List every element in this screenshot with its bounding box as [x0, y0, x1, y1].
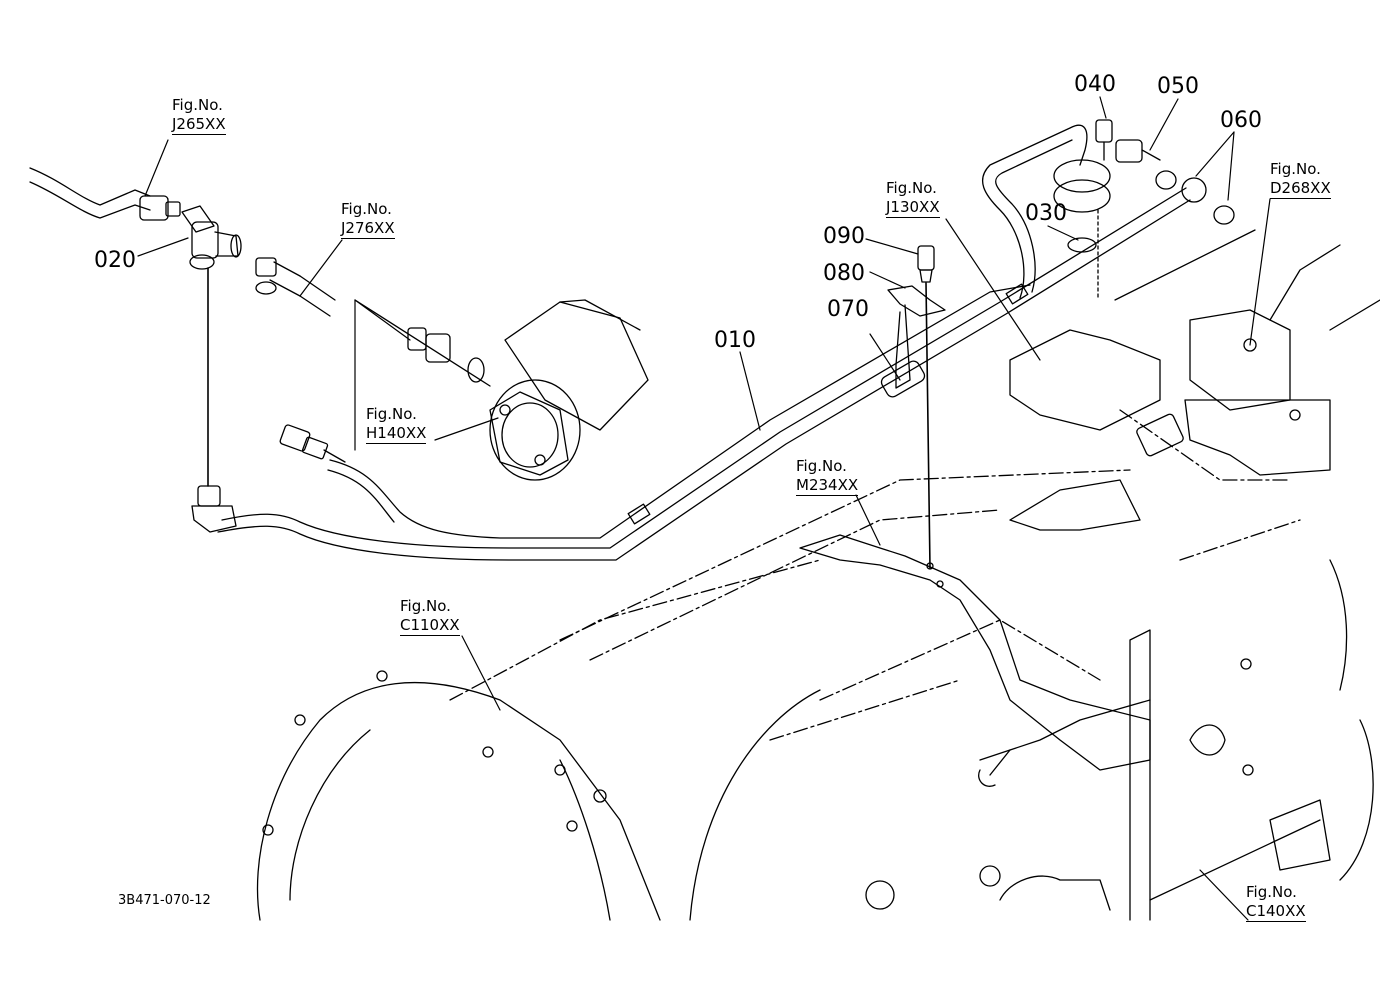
drawing-code: 3B471-070-12	[118, 893, 211, 908]
fig-ref-code: J265XX	[172, 115, 226, 135]
fig-ref-prefix: Fig.No.	[1270, 160, 1321, 178]
elbow-fitting-020	[181, 205, 242, 270]
pipe-010	[217, 124, 1191, 561]
fig-ref-c110[interactable]: Fig.No. C110XX	[400, 597, 460, 636]
part-label-080[interactable]: 080	[823, 261, 865, 286]
part-label-070[interactable]: 070	[827, 297, 869, 322]
fig-ref-j276[interactable]: Fig.No. J276XX	[341, 200, 395, 239]
hose-j276	[255, 257, 336, 317]
housing	[256, 559, 1374, 921]
fig-ref-code: M234XX	[796, 476, 859, 496]
support-bracket	[799, 479, 1151, 787]
inlet-hose	[29, 167, 181, 221]
fig-ref-code: C140XX	[1246, 902, 1306, 922]
clamp-assembly	[880, 245, 946, 569]
fig-ref-code: C110XX	[400, 616, 460, 636]
part-label-050[interactable]: 050	[1157, 74, 1199, 99]
part-label-060[interactable]: 060	[1220, 108, 1262, 133]
fig-ref-j130[interactable]: Fig.No. J130XX	[886, 179, 940, 218]
fig-ref-prefix: Fig.No.	[400, 597, 451, 615]
fig-ref-code: D268XX	[1270, 179, 1331, 199]
fig-ref-prefix: Fig.No.	[366, 405, 417, 423]
part-label-030[interactable]: 030	[1025, 201, 1067, 226]
transmission-case	[449, 409, 1301, 741]
sensor-left	[279, 424, 346, 463]
fig-ref-code: J276XX	[341, 219, 395, 239]
fig-ref-code: H140XX	[366, 424, 427, 444]
fig-ref-d268[interactable]: Fig.No. D268XX	[1270, 160, 1331, 199]
valve-block	[1009, 229, 1380, 476]
leader-lines	[137, 96, 1271, 921]
part-label-010[interactable]: 010	[714, 328, 756, 353]
part-label-040[interactable]: 040	[1074, 72, 1116, 97]
hydraulic-pump	[354, 299, 649, 481]
fig-ref-h140[interactable]: Fig.No. H140XX	[366, 405, 427, 444]
fig-ref-prefix: Fig.No.	[341, 200, 392, 218]
fig-ref-prefix: Fig.No.	[172, 96, 223, 114]
lower-fitting	[191, 485, 237, 533]
top-fittings	[1053, 119, 1235, 301]
part-label-020[interactable]: 020	[94, 248, 136, 273]
fig-ref-prefix: Fig.No.	[796, 457, 847, 475]
fig-ref-j265[interactable]: Fig.No. J265XX	[172, 96, 226, 135]
fig-ref-m234[interactable]: Fig.No. M234XX	[796, 457, 859, 496]
fig-ref-code: J130XX	[886, 198, 940, 218]
part-label-090[interactable]: 090	[823, 224, 865, 249]
fig-ref-prefix: Fig.No.	[1246, 883, 1297, 901]
fig-ref-prefix: Fig.No.	[886, 179, 937, 197]
fig-ref-c140[interactable]: Fig.No. C140XX	[1246, 883, 1306, 922]
